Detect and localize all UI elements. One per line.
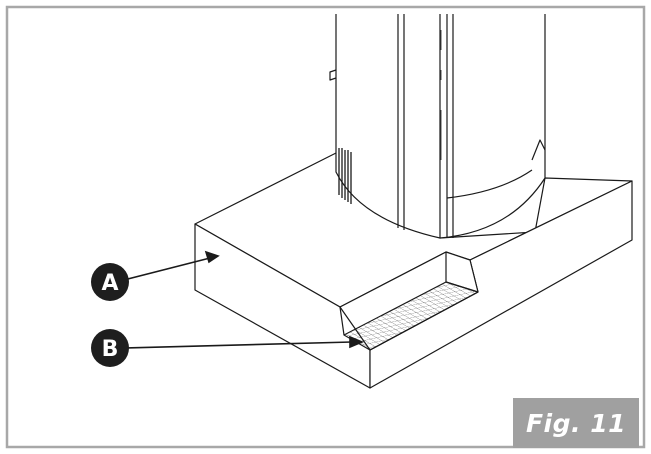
callout-a: A [91, 263, 129, 301]
column-base-arc [446, 169, 533, 199]
column-vent-slots [338, 148, 352, 204]
callout-b-label: B [102, 337, 119, 362]
figure-caption-text: Fig. 11 [525, 408, 627, 438]
callout-a-leader [123, 257, 211, 281]
callout-b-leader [123, 341, 353, 349]
figure-caption: Fig. 11 [513, 398, 639, 448]
callout-b: B [91, 329, 129, 367]
callout-a-label: A [101, 271, 118, 296]
drain-grate [343, 281, 479, 351]
